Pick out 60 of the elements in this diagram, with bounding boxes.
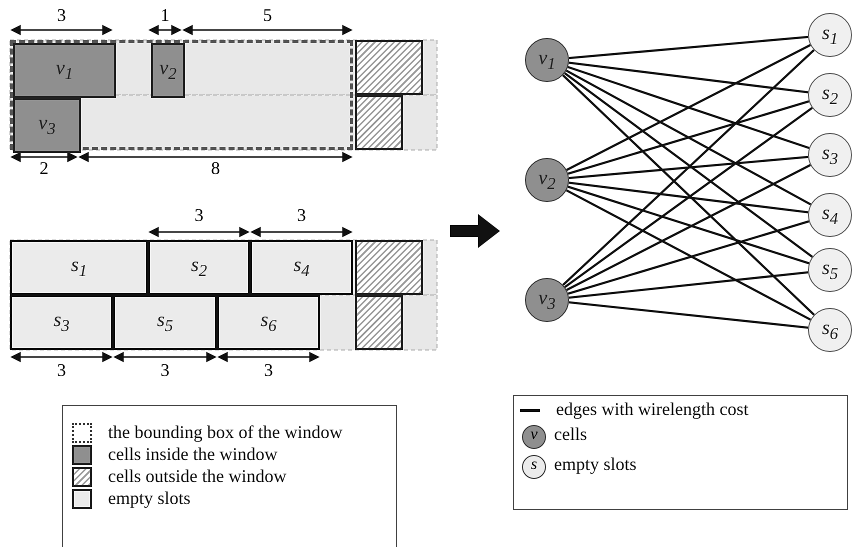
edge-line xyxy=(568,271,808,299)
edge-line xyxy=(568,186,810,264)
edge-line xyxy=(568,156,808,180)
edge-line xyxy=(566,189,812,321)
dimension-label: 3 xyxy=(263,360,274,381)
dimension-label: 2 xyxy=(38,158,50,179)
slot-box: s$_{5}$ xyxy=(113,295,217,350)
dimension-label: 3 xyxy=(56,5,67,26)
outside-cell-box xyxy=(355,40,423,95)
slot-node: s$_{1}$ xyxy=(808,13,852,57)
edge-line xyxy=(568,301,808,329)
slot-box: s$_{4}$ xyxy=(250,240,353,295)
edge-line xyxy=(568,36,808,60)
outside-cell-box xyxy=(355,95,403,150)
cell-node: v$_{2}$ xyxy=(525,158,569,202)
cell-box: v$_{2}$ xyxy=(151,43,185,98)
dimension-label: 3 xyxy=(296,205,307,226)
edge-line xyxy=(564,107,813,288)
edge-line xyxy=(564,72,813,258)
slot-node: s$_{4}$ xyxy=(808,193,852,237)
legend-label: the bounding box of the window xyxy=(108,422,342,443)
outside-cell-box xyxy=(355,240,423,295)
dimension-label: 3 xyxy=(160,360,170,381)
slot-box: s$_{6}$ xyxy=(217,295,320,350)
edge-line xyxy=(568,66,810,150)
edge-line xyxy=(562,74,815,316)
dimension-label: 1 xyxy=(160,5,170,26)
slot-box: s$_{3}$ xyxy=(10,295,113,350)
legend-label: edges with wirelength cost xyxy=(556,399,748,420)
slot-box: s$_{2}$ xyxy=(148,240,250,295)
edge-line xyxy=(562,49,815,286)
dimension-label: 3 xyxy=(194,205,204,226)
slot-box: s$_{1}$ xyxy=(10,240,148,295)
cell-box: v$_{1}$ xyxy=(13,43,116,98)
outside-cell-box xyxy=(355,295,403,350)
dimension-label: 5 xyxy=(262,5,273,26)
edge-line xyxy=(566,70,812,206)
edge-line xyxy=(568,182,808,214)
dimension-label: 3 xyxy=(56,360,67,381)
cell-node: v$_{1}$ xyxy=(525,38,569,82)
edge-line xyxy=(568,100,810,175)
slot-node: s$_{3}$ xyxy=(808,133,852,177)
edge-line xyxy=(566,44,811,171)
legend-label: empty slots xyxy=(108,488,191,509)
edge-line xyxy=(566,164,811,291)
window-outline xyxy=(10,40,353,150)
cell-box: v$_{3}$ xyxy=(13,98,81,153)
slot-node: s$_{6}$ xyxy=(808,308,852,352)
cell-node: v$_{3}$ xyxy=(525,278,569,322)
edge-line xyxy=(568,62,808,94)
legend-symbol-letter: s xyxy=(530,456,538,475)
edge-line xyxy=(568,220,810,295)
legend-label: cells xyxy=(554,424,587,445)
dimension-label: 8 xyxy=(210,158,221,179)
legend-symbol-letter: v xyxy=(529,426,539,445)
slot-node: s$_{2}$ xyxy=(808,73,852,117)
legend-label: cells inside the window xyxy=(108,444,278,465)
legend-label: empty slots xyxy=(554,454,637,475)
legend-label: cells outside the window xyxy=(108,466,286,487)
slot-node: s$_{5}$ xyxy=(808,248,852,292)
